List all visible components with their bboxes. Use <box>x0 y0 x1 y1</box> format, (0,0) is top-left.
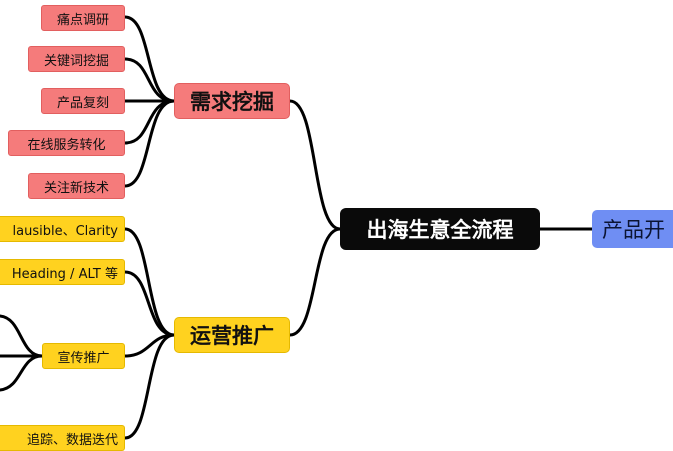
leaf-follow-new-tech[interactable]: 关注新技术 <box>28 173 125 199</box>
leaf-analytics-tools[interactable]: lausible、Clarity <box>0 216 125 242</box>
branch-label: 产品开 <box>602 218 665 242</box>
leaf-pain-point-research[interactable]: 痛点调研 <box>41 5 125 31</box>
branch-operations-promotion[interactable]: 运营推广 <box>174 317 290 353</box>
edge-demand-leaf-5 <box>123 99 176 188</box>
edge-root-operations <box>288 227 342 337</box>
leaf-label: 追踪、数据迭代 <box>26 432 118 448</box>
edge-promo-sub-3 <box>0 354 44 392</box>
leaf-promotion[interactable]: 宣传推广 <box>42 343 125 369</box>
leaf-label: 痛点调研 <box>56 12 109 28</box>
leaf-label: 在线服务转化 <box>27 137 106 153</box>
leaf-tracking-data-iteration[interactable]: 追踪、数据迭代 <box>0 425 125 451</box>
leaf-label: Heading / ALT 等 <box>11 266 118 282</box>
leaf-product-replication[interactable]: 产品复刻 <box>41 88 125 114</box>
leaf-label: 宣传推广 <box>57 350 110 366</box>
branch-demand-mining[interactable]: 需求挖掘 <box>174 83 290 119</box>
edge-ops-leaf-4 <box>123 333 176 440</box>
branch-label: 运营推广 <box>190 324 274 348</box>
leaf-label: 关注新技术 <box>43 180 109 196</box>
leaf-seo-heading-alt[interactable]: Heading / ALT 等 <box>0 259 125 285</box>
leaf-keyword-mining[interactable]: 关键词挖掘 <box>28 46 125 72</box>
leaf-label: 关键词挖掘 <box>43 53 109 69</box>
edge-promo-sub-1 <box>0 314 44 358</box>
branch-label: 需求挖掘 <box>190 90 274 114</box>
root-node[interactable]: 出海生意全流程 <box>340 208 540 250</box>
branch-product-development[interactable]: 产品开 <box>592 210 673 248</box>
edge-ops-leaf-1 <box>123 227 176 337</box>
leaf-label: lausible、Clarity <box>12 223 118 239</box>
root-label: 出海生意全流程 <box>366 218 514 242</box>
leaf-label: 产品复刻 <box>56 95 109 111</box>
edge-root-demand <box>288 99 342 231</box>
leaf-online-service-conversion[interactable]: 在线服务转化 <box>8 130 125 156</box>
edge-ops-leaf-2 <box>123 270 176 337</box>
edge-demand-leaf-1 <box>123 15 176 103</box>
